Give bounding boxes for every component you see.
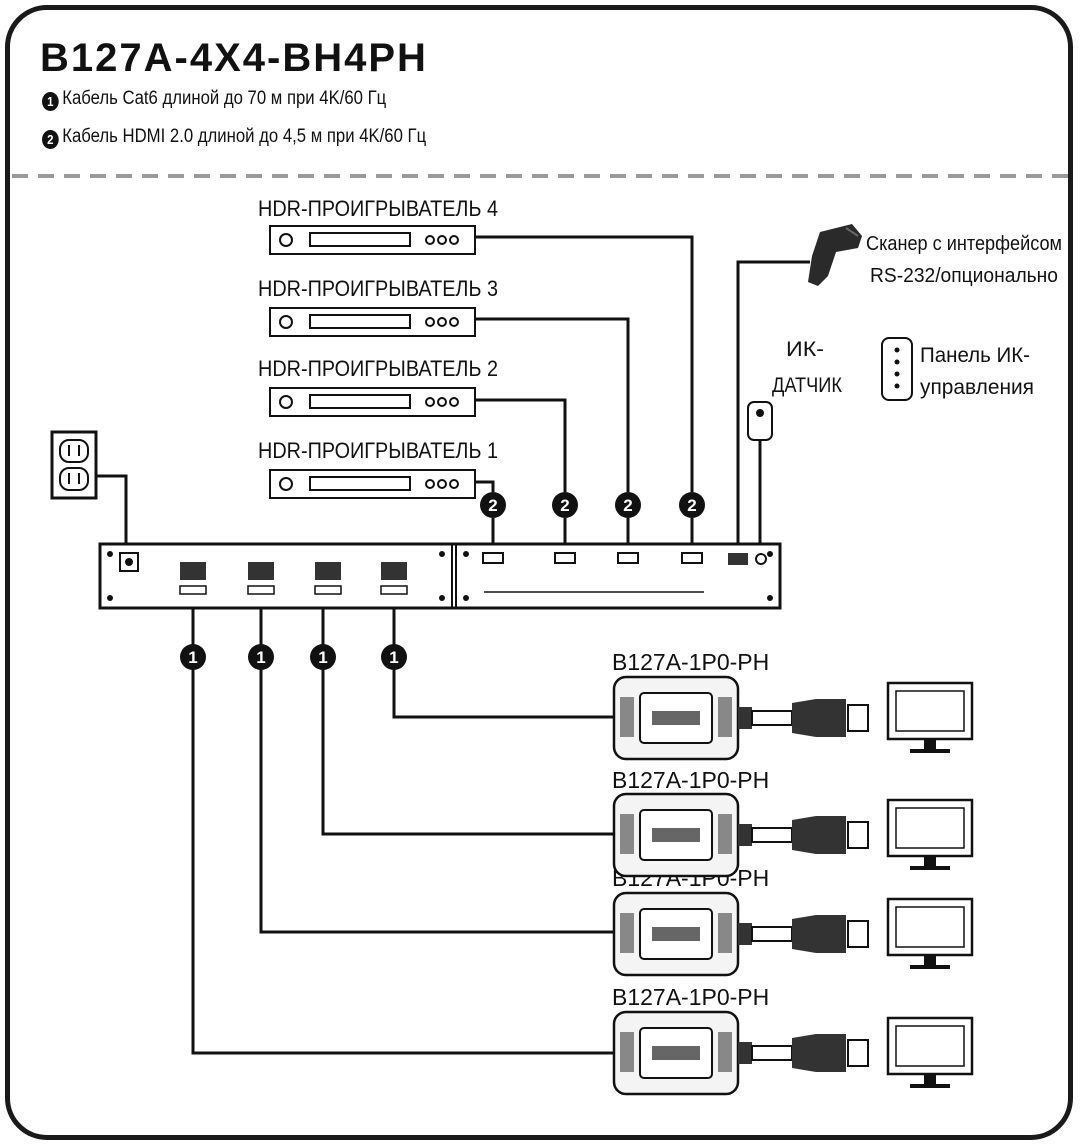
- hdmi-port-4-icon: [681, 552, 703, 564]
- rj45-port-1-icon: [179, 562, 207, 595]
- cat6-cable-1: [392, 608, 618, 719]
- page-title: B127A-4X4-BH4PH: [40, 36, 428, 80]
- rj45-port-3-icon: [314, 562, 342, 595]
- barcode-scanner-icon: [808, 224, 862, 286]
- receiver-2-label: B127A-1P0-PH: [612, 767, 769, 793]
- hdmi-port-2-icon: [554, 552, 576, 564]
- cat6-badge-icon: 1: [42, 92, 59, 111]
- receiver-4-device-icon: [612, 1010, 740, 1096]
- diagram-frame: [5, 5, 1073, 1140]
- receiver-1-device-icon: [612, 675, 740, 761]
- rs232-port-icon: [728, 553, 748, 565]
- cat6-badge-3-icon: 1: [310, 644, 336, 670]
- player-4-device-icon: [269, 225, 476, 255]
- hdmi-cable-3: [475, 317, 630, 492]
- receiver-2-hdmi-plug-icon: [738, 816, 869, 854]
- ir-panel-label-line1: Панель ИК-: [920, 344, 1030, 367]
- svg-text:1: 1: [256, 648, 265, 667]
- hdmi-badges: 2 2 2 2: [480, 492, 705, 518]
- player-1-device-icon: [269, 469, 476, 499]
- receiver-1-monitor-icon: [886, 681, 974, 753]
- ir-port-icon: [755, 553, 767, 565]
- hdmi-badge-4-icon: 2: [679, 492, 705, 518]
- receiver-1-label: B127A-1P0-PH: [612, 649, 769, 675]
- hdmi-cable-1: [475, 480, 495, 492]
- ir-remote-panel-icon: [881, 337, 913, 401]
- matrix-switch-device: [98, 542, 782, 610]
- svg-text:1: 1: [188, 648, 197, 667]
- ir-sensor-label-line1: ИК-: [786, 338, 824, 361]
- svg-text:2: 2: [560, 496, 569, 515]
- hdmi-port-1-icon: [482, 552, 504, 564]
- receiver-3-unit: [612, 891, 974, 977]
- hdmi-badge-icon: 2: [42, 130, 59, 149]
- cat6-badge-1-icon: 1: [180, 644, 206, 670]
- svg-text:1: 1: [389, 648, 398, 667]
- legend-text-hdmi: Кабель HDMI 2.0 длиной до 4,5 м при 4K/6…: [62, 126, 427, 147]
- receiver-3-device-icon: [612, 891, 740, 977]
- receiver-4-unit: [612, 1010, 974, 1096]
- cat6-cable-4: [191, 608, 618, 1055]
- player-2-label: HDR-ПРОИГРЫВАТЕЛЬ 2: [258, 356, 498, 381]
- receiver-1-hdmi-plug-icon: [738, 699, 869, 737]
- hdmi-cables: [475, 235, 694, 548]
- receiver-2-device-icon: [612, 792, 740, 878]
- ir-sensor-icon: [747, 401, 773, 441]
- rs232-cable: [736, 260, 810, 550]
- hdmi-badge-1-icon: 2: [480, 492, 506, 518]
- hdmi-badge-2-icon: 2: [552, 492, 578, 518]
- rj45-port-4-icon: [380, 562, 408, 595]
- hdmi-cable-4: [475, 235, 694, 492]
- cat6-cables: [191, 608, 618, 1055]
- svg-text:2: 2: [488, 496, 497, 515]
- rj45-port-2-icon: [247, 562, 275, 595]
- svg-text:2: 2: [687, 496, 696, 515]
- ir-panel-label-line2: управления: [920, 376, 1034, 399]
- player-2-device-icon: [269, 387, 476, 417]
- svg-text:2: 2: [623, 496, 632, 515]
- svg-text:1: 1: [318, 648, 327, 667]
- cat6-badge-4-icon: 1: [381, 644, 407, 670]
- receiver-4-monitor-icon: [886, 1016, 974, 1088]
- player-1-label: HDR-ПРОИГРЫВАТЕЛЬ 1: [258, 438, 498, 463]
- power-cable: [96, 474, 128, 546]
- hdmi-cable-2: [475, 398, 567, 492]
- receiver-2-unit: [612, 792, 974, 878]
- legend-text-cat6: Кабель Cat6 длиной до 70 м при 4K/60 Гц: [62, 88, 387, 109]
- cat6-cable-2: [321, 608, 618, 836]
- scanner-label-line2: RS-232/опционально: [870, 265, 1058, 287]
- scanner-label-line1: Сканер с интерфейсом: [866, 233, 1062, 255]
- cat6-cable-3: [259, 608, 618, 934]
- power-outlet-icon: [50, 430, 98, 500]
- hdmi-port-3-icon: [617, 552, 639, 564]
- hdmi-badge-3-icon: 2: [615, 492, 641, 518]
- receiver-4-hdmi-plug-icon: [738, 1034, 869, 1072]
- receiver-3-hdmi-plug-icon: [738, 915, 869, 953]
- receiver-3-monitor-icon: [886, 897, 974, 969]
- player-3-label: HDR-ПРОИГРЫВАТЕЛЬ 3: [258, 276, 498, 301]
- player-3-device-icon: [269, 307, 476, 337]
- receiver-2-monitor-icon: [886, 798, 974, 870]
- cat6-badge-2-icon: 1: [248, 644, 274, 670]
- ir-sensor-label-line2: ДАТЧИК: [772, 374, 843, 397]
- cat6-badges: 1 1 1 1: [180, 644, 407, 670]
- receiver-4-label: B127A-1P0-PH: [612, 984, 769, 1010]
- player-4-label: HDR-ПРОИГРЫВАТЕЛЬ 4: [258, 196, 498, 221]
- receiver-1-unit: [612, 675, 974, 761]
